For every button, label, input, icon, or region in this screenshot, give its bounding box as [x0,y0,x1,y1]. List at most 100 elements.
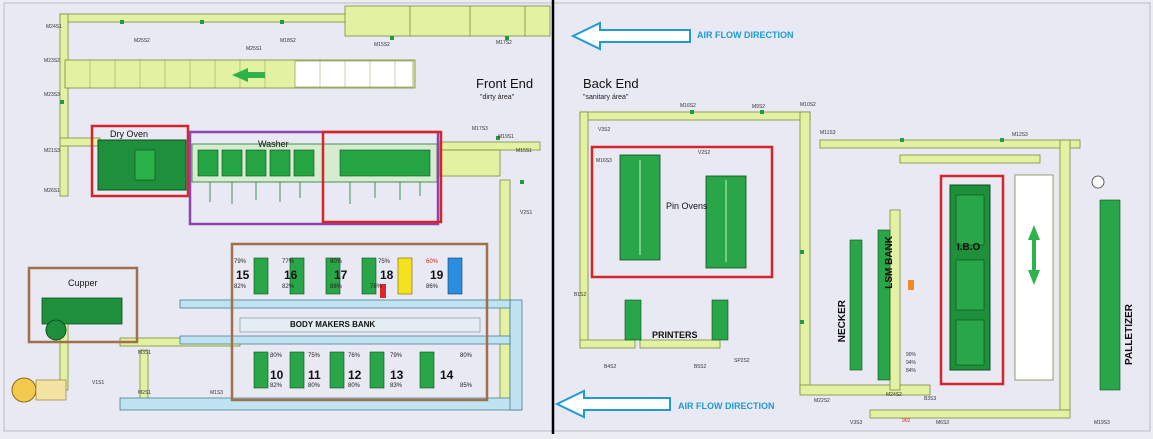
tag: M15S2 [374,42,390,48]
front-end-label: Front End [476,76,534,91]
body-maker-number: 12 [348,368,362,382]
body-maker-number: 15 [236,268,250,282]
airflow-bottom-arrow-icon [554,389,671,419]
washer-drains [209,182,421,204]
body-maker-number: 14 [440,368,454,382]
body-maker-pct: 77% [282,259,295,265]
motor-dots [60,20,1004,324]
cupper-press-icon [45,319,67,341]
conveyor-top-front [59,13,361,23]
tag: SP2S2 [734,358,750,364]
dry-oven-label: Dry Oven [110,129,149,139]
body-makers-box [230,242,489,402]
printers-label: PRINTERS [652,330,698,340]
tag: B3S3 [924,396,937,402]
body-maker-pct: 76% [348,353,361,359]
tag: M26S1 [44,188,60,194]
accumulation-empty-zone [294,60,414,88]
body-makers-bottom-row [253,351,435,389]
tag: M16S3 [596,158,612,164]
tag: M9S2 [752,104,766,110]
back-end-sub-label: "sanitary área" [583,94,629,101]
conveyor-cupper-down [139,349,149,406]
body-maker-pct: 85% [460,383,473,389]
conveyor-turn-block [439,149,501,177]
airflow-bottom-label: AIR FLOW DIRECTION [678,401,775,411]
tag: V3S2 [598,127,611,133]
conveyor-top-header [344,5,551,37]
tag: M23S2 [44,58,60,64]
palletizer-machine [1099,199,1121,391]
body-maker-pct: 82% [282,284,295,290]
tag: M11S3 [820,130,836,136]
tag: M21S3 [44,148,60,154]
body-maker-pct: 83% [390,383,403,389]
ibo-box [939,174,1005,386]
body-makers-bank-label: BODY MAKERS BANK [290,320,376,329]
body-maker-red-marker [380,284,386,298]
accumulation-arrow-icon [232,68,265,82]
body-maker-pct: 75% [308,353,321,359]
lsm-bank-label: LSM BANK [884,236,895,289]
lsm-orange-marker [908,280,914,290]
body-maker-pct: 86% [426,284,439,290]
body-maker-pct: 88% [330,284,343,290]
pin-ovens-label: Pin Ovens [666,201,708,211]
necker-units [849,229,891,381]
washer-modules [197,149,431,177]
body-maker-number: 18 [380,268,394,282]
tag: M16S2 [680,103,696,109]
coil-icon [11,377,37,403]
back-conveyors [579,111,1081,419]
palletizer-label: PALLETIZER [1124,304,1135,365]
tag: M1S3 [210,390,224,396]
washer-box [188,130,440,226]
printer-units [624,299,729,341]
body-maker-pct: 80% [460,353,473,359]
tag: M17S2 [496,40,512,46]
pin-ovens-box [590,145,774,279]
tag: M19S1 [498,134,514,140]
tag: M24S1 [46,24,62,30]
tag: M22S2 [814,398,830,404]
tag: 902 [902,418,911,424]
tag: 84% [906,368,917,374]
palletizer-operator-icon [1091,175,1105,189]
conveyor-right-vertical [499,179,511,401]
body-maker-number: 17 [334,268,348,282]
washer-label: Washer [258,139,289,149]
tag: M25S1 [246,46,262,52]
tag: M15S1 [516,148,532,154]
tag: M2S1 [138,390,152,396]
conveyor-left-vertical [59,13,69,197]
body-maker-18-yellow [397,257,413,295]
airflow-top-arrow-icon [570,21,691,51]
body-maker-number: 10 [270,368,284,382]
tag: B4S2 [604,364,617,370]
body-maker-pct: 79% [234,259,247,265]
back-end-label: Back End [583,76,639,91]
tag: V2S2 [698,150,711,156]
tag: V1S1 [92,380,105,386]
cupper-box [27,266,139,344]
tag: M24S2 [886,392,902,398]
body-maker-pct: 79% [390,353,403,359]
tag: 90% [906,352,917,358]
tag: M18S2 [280,38,296,44]
body-maker-pct: 82% [270,383,283,389]
body-maker-pct: 75% [378,259,391,265]
body-maker-pct: 80% [270,353,283,359]
tag: M6S3 [936,420,950,426]
body-maker-number: 11 [308,368,321,382]
washer-final-section-box [321,130,443,224]
body-maker-pct: 80% [348,383,361,389]
body-maker-19-blue [447,257,463,295]
tag: M12S3 [1012,132,1028,138]
tag: V2S1 [520,210,533,216]
front-end-sub-label: "dirty área" [480,94,515,101]
tag: M10S2 [800,102,816,108]
body-maker-number: 16 [284,268,298,282]
tag: M25S2 [134,38,150,44]
